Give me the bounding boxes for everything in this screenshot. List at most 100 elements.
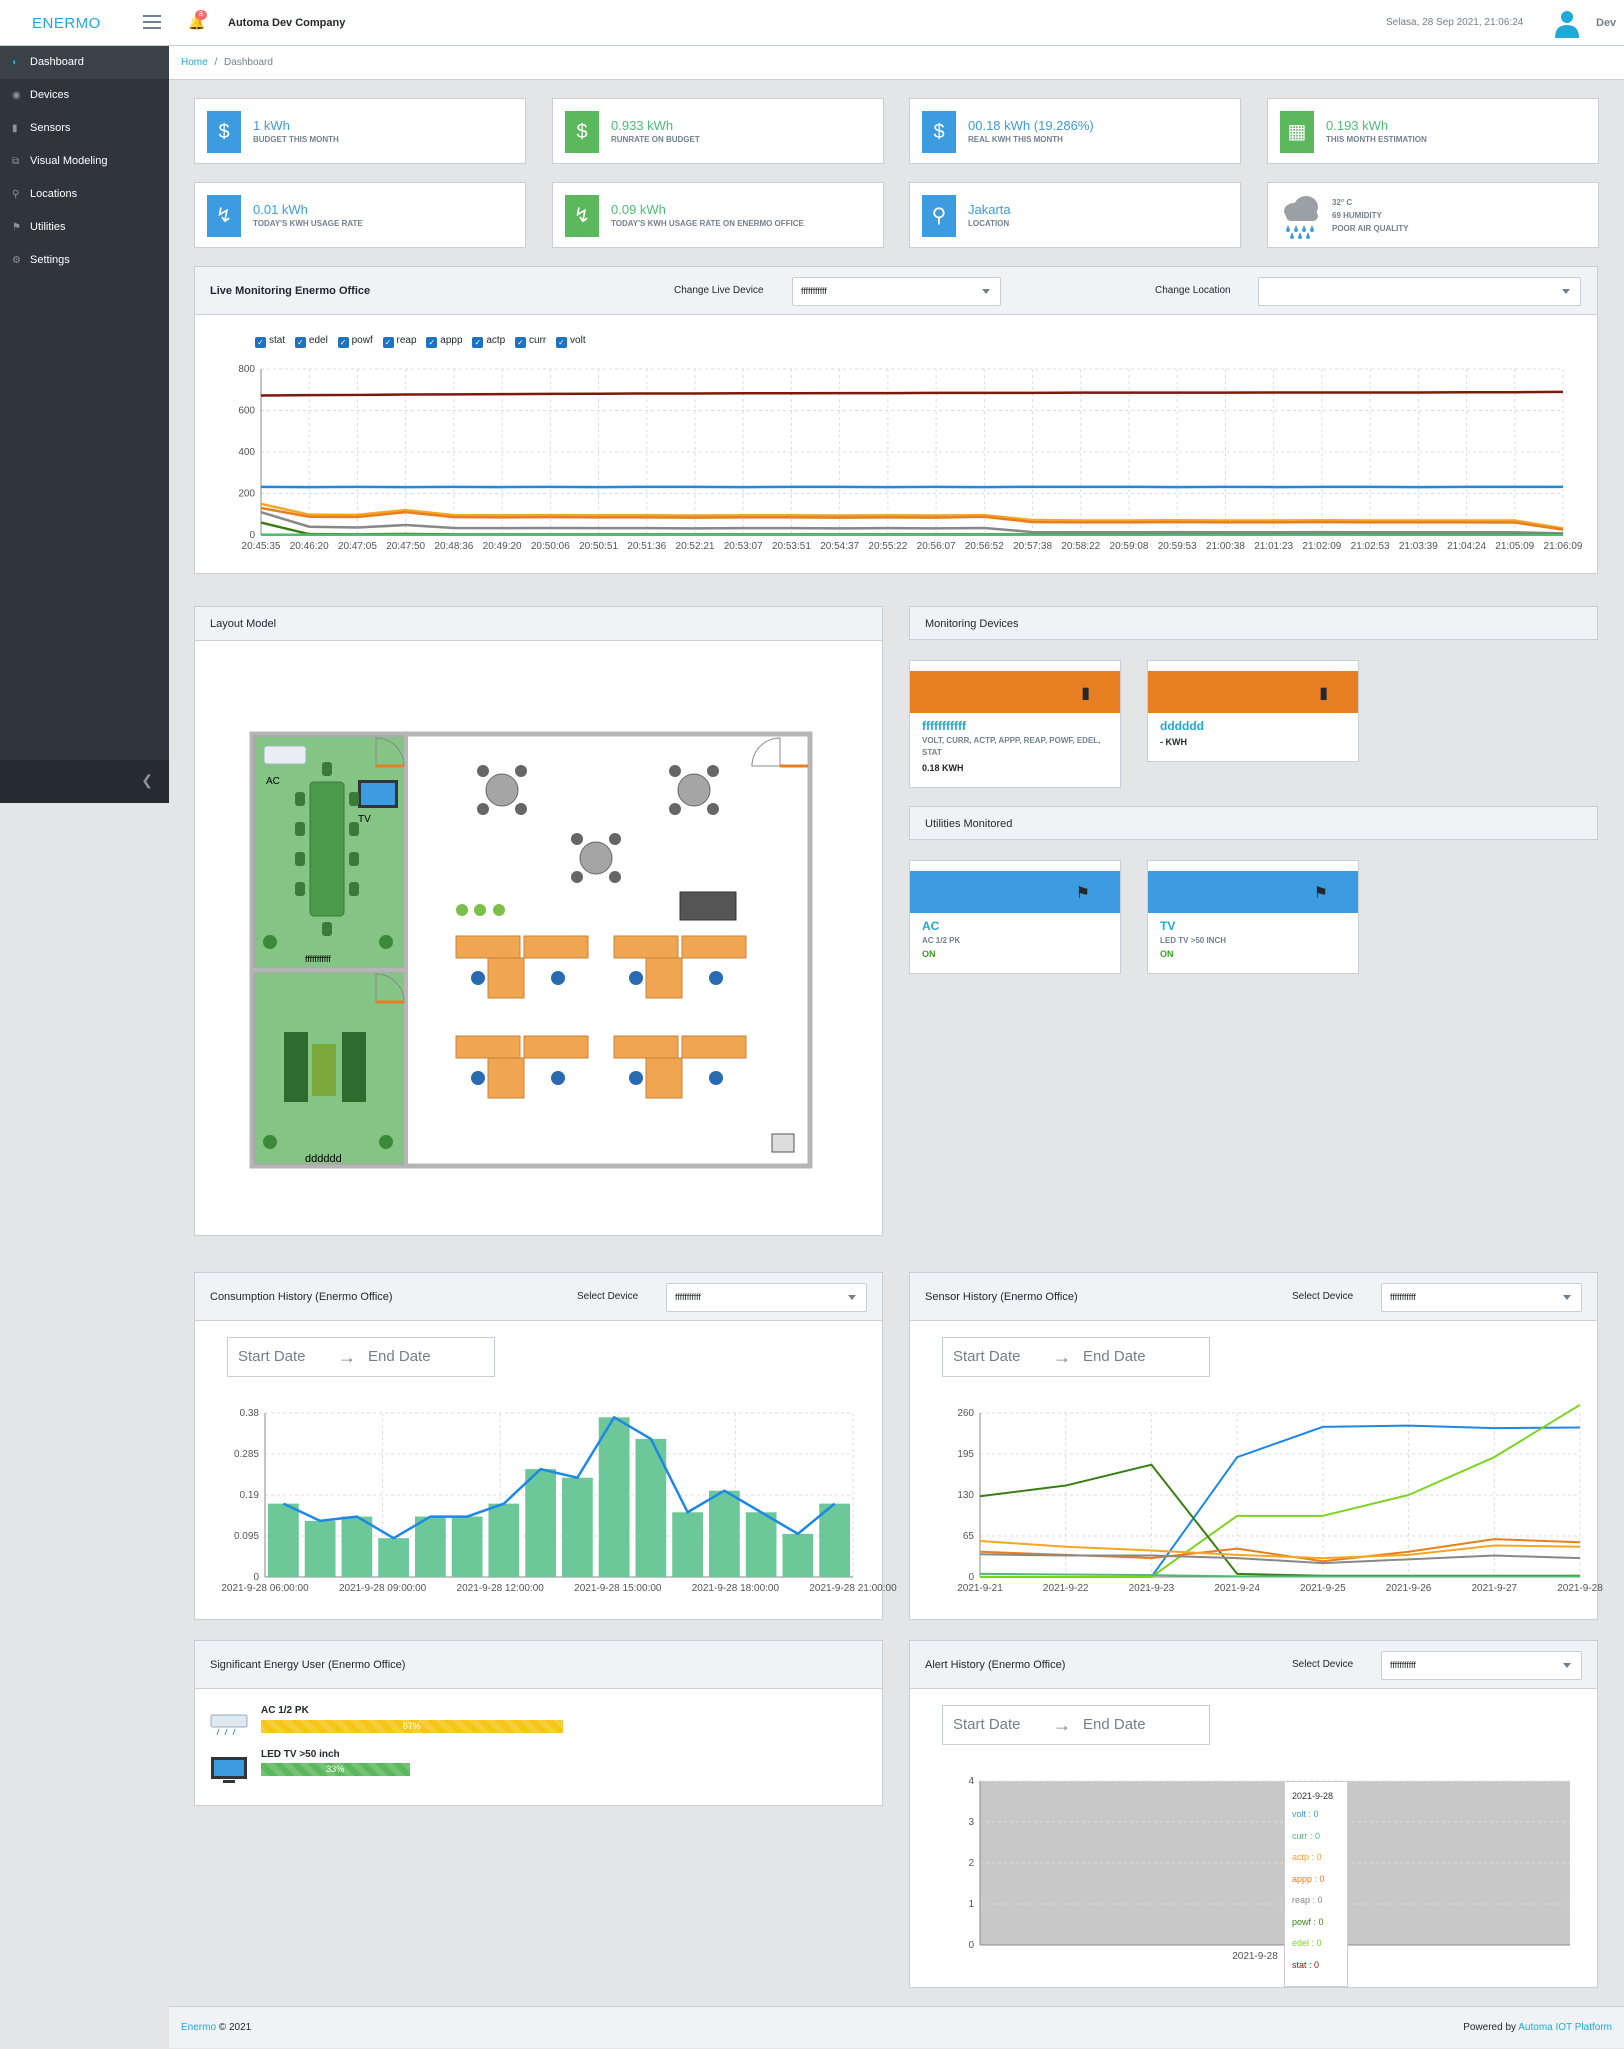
flag-icon: ⚑	[1314, 883, 1328, 903]
footer-platform-link[interactable]: Automa IOT Platform	[1518, 2022, 1612, 2033]
card-band: ▮	[910, 671, 1120, 713]
consumption-date-range-input[interactable]: Start Date → End Date	[227, 1337, 495, 1377]
consumption-history-panel: Consumption History (Enermo Office) Sele…	[194, 1272, 883, 1620]
y-tick-label: 0.285	[234, 1449, 259, 1460]
checkbox-curr[interactable]: ✓	[515, 337, 526, 348]
sidebar-item-settings[interactable]: ⚙ Settings	[0, 244, 169, 277]
y-tick-label: 200	[238, 489, 255, 500]
panel-title: Utilities Monitored	[925, 818, 1012, 830]
x-tick-label: 20:57:38	[1013, 541, 1052, 552]
stat-card-estimation: ▦ 0.193 kWh THIS MONTH ESTIMATION	[1267, 98, 1599, 164]
utility-card[interactable]: ⚑ AC AC 1/2 PK ON	[909, 860, 1121, 974]
sidebar-item-label: Sensors	[30, 122, 70, 134]
breadcrumb-current: Dashboard	[224, 57, 273, 68]
sidebar-item-label: Settings	[30, 254, 70, 266]
ac-unit-icon[interactable]	[264, 746, 306, 764]
breadcrumb-home-link[interactable]: Home	[181, 57, 208, 68]
breadcrumb-separator: /	[214, 57, 217, 68]
bar	[378, 1538, 409, 1577]
x-tick-label: 2021-9-25	[1300, 1583, 1346, 1594]
sidebar-item-locations[interactable]: ⚲Locations	[0, 178, 169, 211]
consumption-device-select[interactable]: fffffffffff	[666, 1283, 867, 1312]
cogs-icon: ⚙	[12, 244, 21, 277]
utilities-monitored-header: Utilities Monitored	[909, 806, 1598, 840]
checkbox-volt[interactable]: ✓	[556, 337, 567, 348]
sensor-device-select[interactable]: fffffffffff	[1381, 1283, 1582, 1312]
brand-logo[interactable]: ENERMO	[32, 15, 101, 32]
x-tick-label: 2021-9-28 12:00:00	[457, 1583, 545, 1594]
sidebar-toggle-icon[interactable]	[143, 15, 161, 29]
checkbox-reap[interactable]: ✓	[383, 337, 394, 348]
room-label: dddddd	[305, 1153, 342, 1165]
device-name[interactable]: dddddd	[1160, 719, 1204, 733]
select-device-label: Select Device	[1292, 1641, 1353, 1689]
y-tick-label: 3	[968, 1817, 974, 1828]
tooltip-row: curr : 0	[1292, 1826, 1340, 1848]
legend-label: curr	[529, 335, 546, 346]
footer-brand-link[interactable]: Enermo	[181, 2022, 216, 2033]
breadcrumb: Home / Dashboard	[169, 46, 1624, 80]
sidebar-item-sensors[interactable]: ▮Sensors	[0, 112, 169, 145]
live-device-select[interactable]: fffffffffff	[792, 277, 1001, 306]
sidebar-item-visual-modeling[interactable]: ⧉Visual Modeling	[0, 145, 169, 178]
y-tick-label: 130	[957, 1490, 974, 1501]
user-name[interactable]: Dev	[1596, 17, 1616, 29]
x-tick-label: 21:02:53	[1351, 541, 1390, 552]
bar	[746, 1512, 777, 1577]
stat-label: TODAY'S KWH USAGE RATE ON ENERMO OFFICE	[611, 219, 804, 228]
checkbox-actp[interactable]: ✓	[472, 337, 483, 348]
x-tick-label: 20:56:52	[965, 541, 1004, 552]
alert-device-select[interactable]: fffffffffff	[1381, 1651, 1582, 1680]
stat-label: LOCATION	[968, 219, 1009, 228]
sidebar-minimizer-button[interactable]: ❮	[0, 760, 169, 803]
sidebar-item-label: Dashboard	[30, 56, 84, 68]
x-tick-label: 21:04:24	[1447, 541, 1486, 552]
alert-date-range-input[interactable]: Start Date → End Date	[942, 1705, 1210, 1745]
checkbox-edel[interactable]: ✓	[295, 337, 306, 348]
y-tick-label: 65	[963, 1531, 975, 1542]
utility-name[interactable]: AC	[922, 919, 939, 933]
bar	[783, 1534, 814, 1577]
checkbox-powf[interactable]: ✓	[338, 337, 349, 348]
sidebar-item-dashboard[interactable]: ◐Dashboard	[0, 46, 169, 79]
utility-card[interactable]: ⚑ TV LED TV >50 INCH ON	[1147, 860, 1359, 974]
y-tick-label: 600	[238, 406, 255, 417]
user-avatar-icon[interactable]	[1552, 8, 1582, 38]
sidebar-item-devices[interactable]: ◉Devices	[0, 79, 169, 112]
weather-humidity: 69 HUMIDITY	[1332, 211, 1382, 220]
stat-card-location: ⚲ Jakarta LOCATION	[909, 182, 1241, 248]
stat-value: 0.01 kWh	[253, 202, 308, 217]
stat-value: Jakarta	[968, 202, 1011, 217]
sidebar-item-utilities[interactable]: ⚑Utilities	[0, 211, 169, 244]
checkbox-appp[interactable]: ✓	[426, 337, 437, 348]
device-icon: ◉	[12, 79, 21, 112]
x-tick-label: 20:48:36	[434, 541, 473, 552]
checkbox-stat[interactable]: ✓	[255, 337, 266, 348]
sensor-date-range-input[interactable]: Start Date → End Date	[942, 1337, 1210, 1377]
utility-name[interactable]: TV	[1160, 919, 1175, 933]
x-tick-label: 21:06:09	[1544, 541, 1583, 552]
device-name[interactable]: fffffffffff	[922, 719, 966, 733]
x-tick-label: 20:58:22	[1061, 541, 1100, 552]
y-tick-label: 4	[968, 1776, 974, 1787]
live-location-select[interactable]	[1258, 277, 1581, 306]
layout-model-header: Layout Model	[195, 607, 882, 641]
calculator-icon: ▦	[1280, 111, 1314, 153]
stat-value: 0.933 kWh	[611, 118, 673, 133]
seu-device-name: LED TV >50 inch	[261, 1749, 340, 1760]
device-card[interactable]: ▮ fffffffffff VOLT, CURR, ACTP, APPP, RE…	[909, 660, 1121, 788]
device-card[interactable]: ▮ dddddd - KWH	[1147, 660, 1359, 762]
tv-label: TV	[358, 814, 371, 825]
card-band: ⚑	[1148, 871, 1358, 913]
x-tick-label: 20:45:35	[242, 541, 281, 552]
legend-label: reap	[397, 335, 417, 346]
chip-icon: ▮	[1319, 683, 1328, 703]
legend-label: edel	[309, 335, 328, 346]
utility-status: ON	[1160, 949, 1174, 959]
bar	[672, 1512, 703, 1577]
legend-label: actp	[486, 335, 505, 346]
legend-label: powf	[352, 335, 373, 346]
utility-description: AC 1/2 PK	[922, 935, 1112, 947]
y-tick-label: 0.095	[234, 1531, 259, 1542]
